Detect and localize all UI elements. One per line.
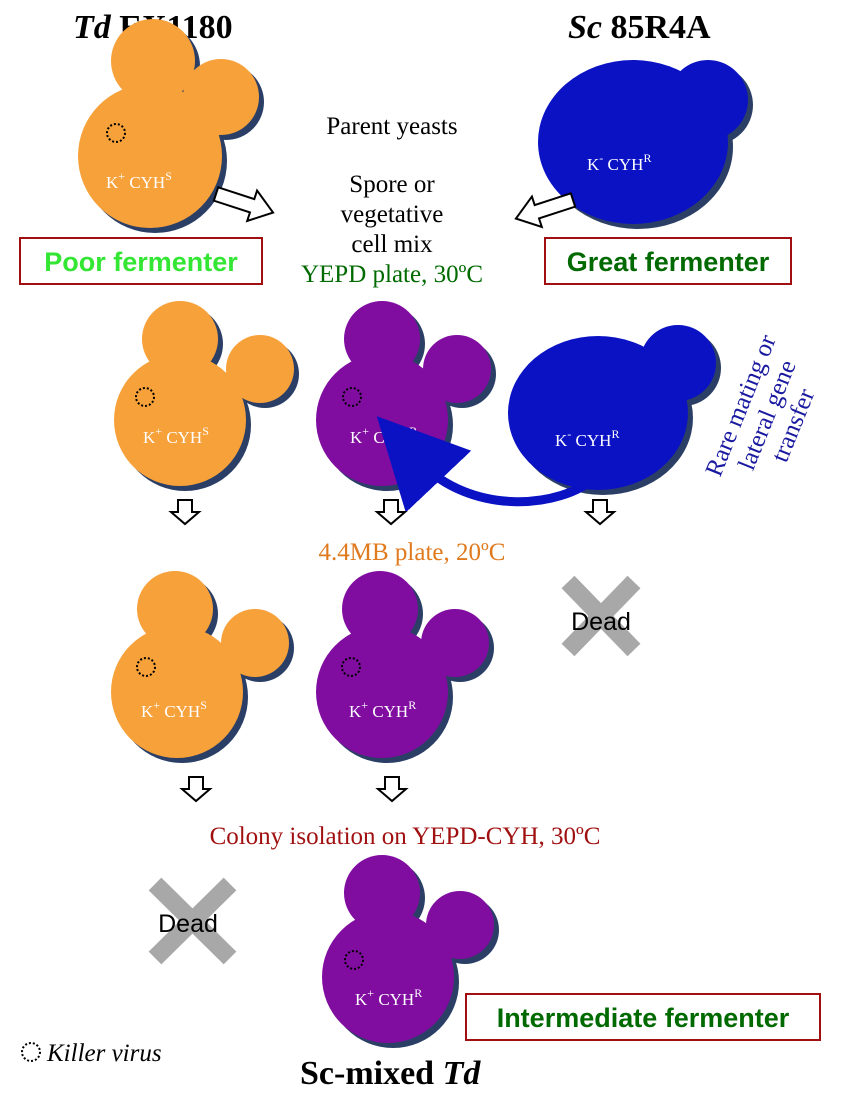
dead-x-icon: Dead bbox=[148, 877, 237, 965]
sc-cell-row2: K- CYHR bbox=[508, 325, 721, 495]
colony-isolation-label: Colony isolation on YEPD-CYH, 30ºC bbox=[210, 823, 601, 850]
left-arrow-icon bbox=[514, 192, 577, 229]
td-cell-row3: K+ CYHS bbox=[111, 571, 294, 763]
down-arrow-icon bbox=[170, 499, 200, 525]
mixed-cell-row3: K+ CYHR bbox=[316, 571, 494, 763]
td-row3-genotype: K+ CYHS bbox=[141, 698, 207, 721]
mixed-row2-genotype: K+ CYHR bbox=[350, 424, 417, 447]
killer-virus-legend-label: Killer virus bbox=[46, 1040, 162, 1067]
parent-yeasts-label: Parent yeasts bbox=[326, 113, 457, 140]
mixed-cell-result: K+ CYHR bbox=[322, 855, 499, 1048]
down-arrow-icon bbox=[377, 776, 407, 802]
svg-text:Great fermenter: Great fermenter bbox=[567, 247, 770, 277]
plate-44mb-label: 4.4MB plate, 20ºC bbox=[319, 539, 506, 566]
sc-parent-cell: K- CYHR bbox=[538, 60, 753, 229]
result-genotype: K+ CYHR bbox=[355, 986, 422, 1009]
right-arrow-icon bbox=[212, 186, 275, 223]
mix-label-line1: Spore or bbox=[349, 171, 435, 198]
svg-text:Poor fermenter: Poor fermenter bbox=[44, 247, 238, 277]
down-arrow-icon bbox=[181, 776, 211, 802]
td-parent-cell: K+ CYHS bbox=[78, 19, 264, 233]
curved-arrow-icon bbox=[376, 416, 601, 513]
result-title: Sc-mixed Td bbox=[300, 1055, 481, 1092]
yepd-plate-label: YEPD plate, 30ºC bbox=[301, 261, 483, 288]
mix-label-line3: cell mix bbox=[351, 231, 433, 258]
td-cell-row2: K+ CYHS bbox=[114, 301, 299, 491]
down-arrow-icon bbox=[585, 499, 615, 525]
td-parent-genotype: K+ CYHS bbox=[106, 169, 172, 192]
mixed-row3-genotype: K+ CYHR bbox=[349, 698, 416, 721]
dead-label-2: Dead bbox=[158, 910, 218, 938]
dead-label-1: Dead bbox=[571, 608, 631, 636]
mixed-cell-row2: K+ CYHR bbox=[316, 301, 496, 491]
mix-label-line2: vegetative bbox=[341, 201, 444, 228]
killer-virus-icon bbox=[21, 1042, 41, 1062]
sc-row2-genotype: K- CYHR bbox=[555, 427, 619, 450]
dead-x-icon: Dead bbox=[561, 575, 641, 657]
svg-text:Intermediate fermenter: Intermediate fermenter bbox=[497, 1003, 790, 1033]
transfer-label: Rare mating or lateral gene transfer bbox=[701, 330, 821, 480]
td-row2-genotype: K+ CYHS bbox=[143, 424, 209, 447]
great-fermenter-box: Great fermenter bbox=[544, 237, 792, 285]
down-arrow-icon bbox=[376, 499, 406, 525]
sc-parent-genotype: K- CYHR bbox=[587, 151, 651, 174]
killer-virus-legend: Killer virus bbox=[21, 1040, 162, 1067]
poor-fermenter-box: Poor fermenter bbox=[19, 237, 263, 285]
intermediate-fermenter-box: Intermediate fermenter bbox=[465, 993, 821, 1041]
sc-title: Sc 85R4A bbox=[568, 9, 711, 46]
